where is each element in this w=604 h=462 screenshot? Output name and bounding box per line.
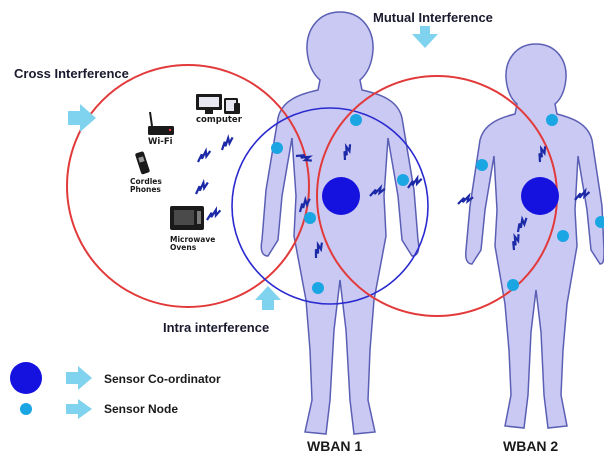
computer-label: computer — [196, 116, 242, 125]
cordless-line2: Phones — [130, 186, 162, 194]
sensor-node — [476, 159, 488, 171]
wban2-label: WBAN 2 — [503, 438, 558, 454]
human-figure-wban1 — [261, 12, 419, 434]
microwave-oven-icon — [170, 206, 204, 230]
arrow-right-cross — [68, 104, 96, 132]
cordless-phone-icon — [135, 151, 150, 175]
cross-interference-label: Cross Interference — [14, 66, 129, 81]
legend-node-symbol — [20, 403, 32, 415]
arrow-up-intra — [255, 286, 281, 310]
sensor-node — [312, 282, 324, 294]
legend-coordinator-label: Sensor Co-ordinator — [104, 372, 221, 386]
monitor-device-icon — [196, 94, 240, 114]
sensor-coordinator-wban2 — [521, 177, 559, 215]
microwave-ovens-label: Microwave Ovens — [170, 236, 215, 252]
arrow-down-mutual — [412, 26, 438, 48]
human-figure-wban2 — [466, 44, 604, 428]
sensor-coordinator-wban1 — [322, 177, 360, 215]
wifi-label: Wi-Fi — [148, 138, 173, 147]
cordless-phones-label: Cordles Phones — [130, 178, 162, 194]
legend-node-label: Sensor Node — [104, 402, 178, 416]
microwave-line2: Ovens — [170, 244, 215, 252]
legend-arrow-node — [66, 399, 92, 419]
sensor-node — [507, 279, 519, 291]
sensor-node — [557, 230, 569, 242]
legend-coordinator-symbol — [10, 362, 42, 394]
intra-interference-label: Intra interference — [163, 320, 269, 335]
sensor-node — [304, 212, 316, 224]
wifi-router-icon — [148, 112, 174, 135]
legend-arrow-coordinator — [66, 366, 92, 390]
wban1-label: WBAN 1 — [307, 438, 362, 454]
sensor-node — [271, 142, 283, 154]
sensor-node — [350, 114, 362, 126]
sensor-node — [397, 174, 409, 186]
sensor-node — [546, 114, 558, 126]
mutual-interference-label: Mutual Interference — [373, 10, 493, 25]
